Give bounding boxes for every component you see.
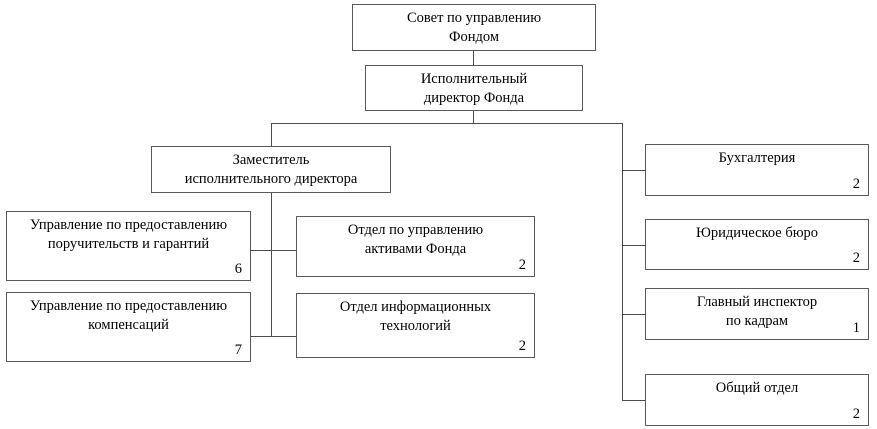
connector-main-bus	[271, 123, 623, 124]
node-asset-management-dept-title: Отдел по управлению активами Фонда	[347, 222, 484, 257]
node-compensations-dept-count: 7	[234, 341, 242, 358]
connector-deputy-to-asset-management	[271, 250, 297, 251]
connector-deputy-to-guarantees	[251, 250, 272, 251]
node-general-dept-count: 2	[852, 405, 860, 422]
connector-exec-director-stem	[473, 110, 474, 124]
node-chief-hr-inspector-title: Главный инспектор по кадрам	[696, 294, 818, 329]
node-exec-director-title: Исполнительный директор Фонда	[420, 71, 528, 106]
node-legal-bureau-title: Юридическое бюро	[695, 225, 819, 241]
node-asset-management-dept-count: 2	[518, 256, 526, 273]
node-deputy-director[interactable]: Заместитель исполнительного директора	[151, 146, 391, 193]
connector-board-to-exec-director	[473, 50, 474, 67]
connector-trunk-to-general-dept	[622, 400, 646, 401]
node-it-dept-count: 2	[518, 337, 526, 354]
node-compensations-dept[interactable]: Управление по предоставлению компенсаций…	[6, 292, 251, 362]
node-guarantees-dept[interactable]: Управление по предоставлению поручительс…	[6, 211, 251, 281]
node-general-dept[interactable]: Общий отдел 2	[645, 374, 869, 426]
node-asset-management-dept[interactable]: Отдел по управлению активами Фонда 2	[296, 216, 535, 277]
node-chief-hr-inspector-count: 1	[852, 319, 860, 336]
node-compensations-dept-title: Управление по предоставлению компенсаций	[29, 298, 228, 333]
node-accounting[interactable]: Бухгалтерия 2	[645, 144, 869, 196]
node-accounting-count: 2	[852, 175, 860, 192]
connector-deputy-trunk	[271, 193, 272, 336]
connector-trunk-to-chief-hr-inspector	[622, 314, 646, 315]
connector-deputy-to-it	[271, 336, 297, 337]
connector-deputy-to-compensations	[251, 336, 272, 337]
node-guarantees-dept-title: Управление по предоставлению поручительс…	[29, 217, 228, 252]
node-deputy-director-title: Заместитель исполнительного директора	[184, 152, 358, 187]
node-exec-director[interactable]: Исполнительный директор Фонда	[365, 65, 583, 111]
node-board[interactable]: Совет по управлению Фондом	[352, 4, 596, 51]
connector-trunk-to-accounting	[622, 170, 646, 171]
node-board-title: Совет по управлению Фондом	[406, 10, 542, 45]
node-legal-bureau[interactable]: Юридическое бюро 2	[645, 219, 869, 270]
connector-trunk-to-legal-bureau	[622, 245, 646, 246]
node-accounting-title: Бухгалтерия	[718, 150, 796, 166]
connector-bus-to-deputy	[271, 123, 272, 146]
node-it-dept[interactable]: Отдел информационных технологий 2	[296, 293, 535, 358]
node-it-dept-title: Отдел информационных технологий	[339, 299, 492, 334]
node-chief-hr-inspector[interactable]: Главный инспектор по кадрам 1	[645, 288, 869, 340]
node-guarantees-dept-count: 6	[234, 260, 242, 277]
node-general-dept-title: Общий отдел	[715, 380, 799, 396]
connector-right-trunk	[622, 123, 623, 400]
node-legal-bureau-count: 2	[852, 249, 860, 266]
